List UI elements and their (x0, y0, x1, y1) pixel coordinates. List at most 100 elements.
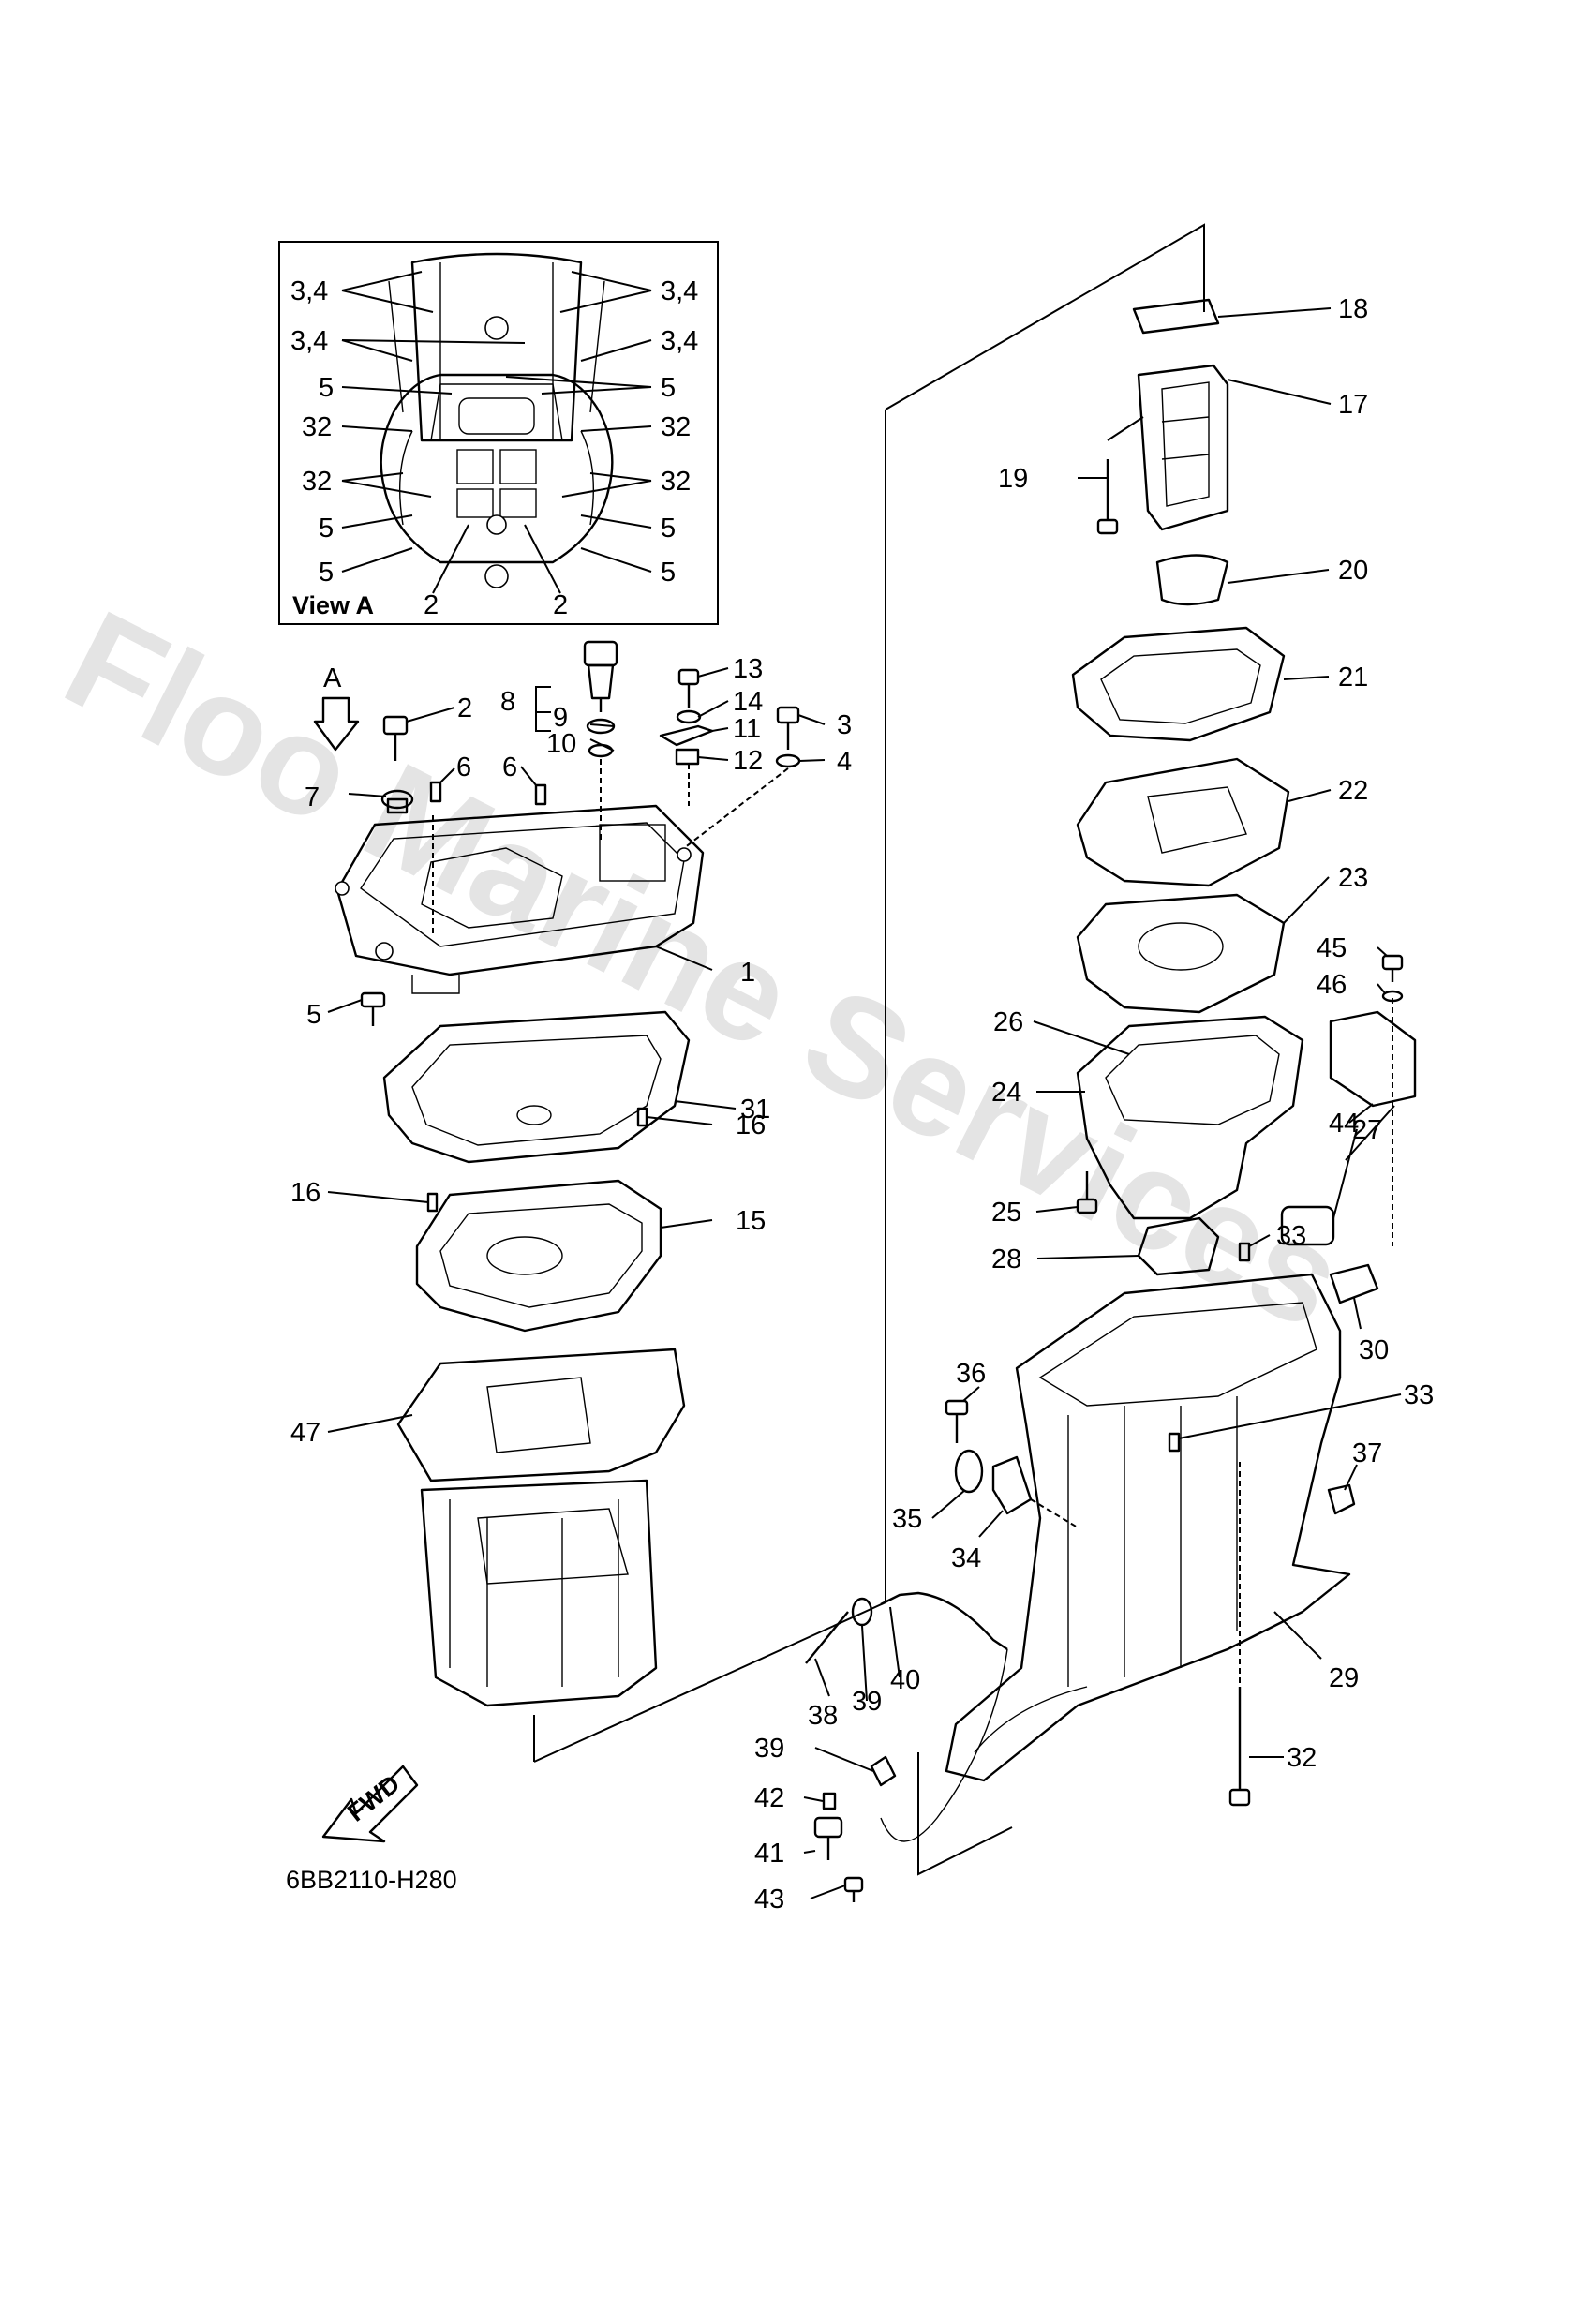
view-a-inset: 3,4 3,4 3,4 3,4 5 5 32 32 32 32 5 5 5 5 … (278, 241, 719, 625)
part-23-gasket (1076, 893, 1286, 1014)
part-41-fitting (813, 1816, 843, 1860)
part-18-gasket (1132, 298, 1220, 335)
part-27-damper (1280, 1205, 1335, 1246)
callout-39-lower: 39 (754, 1734, 784, 1764)
callout-40: 40 (890, 1665, 920, 1695)
callout-42: 42 (754, 1783, 784, 1813)
part-38-nipple (805, 1611, 849, 1664)
callout-16-right: 16 (736, 1110, 766, 1140)
part-30-grommet (1329, 1263, 1379, 1304)
callout-44: 44 (1329, 1109, 1359, 1139)
view-direction-arrow: A (313, 663, 360, 752)
callout-4: 4 (837, 747, 852, 777)
part-40-hose (880, 1591, 1008, 1650)
callout-33-upper: 33 (1276, 1221, 1306, 1251)
callout-34: 34 (951, 1543, 981, 1573)
callout-7: 7 (305, 782, 320, 812)
part-42-pin (822, 1792, 837, 1810)
part-2-bolt (382, 715, 409, 761)
part-43-screw (843, 1876, 864, 1902)
part-45-bolt (1381, 954, 1404, 982)
view-a-label-3-4-left: 3,4 (290, 326, 328, 356)
part-11-bracket (659, 724, 714, 747)
view-a-label-5-right-bottom: 5 (661, 558, 676, 588)
callout-28: 28 (991, 1244, 1021, 1274)
callout-14: 14 (733, 687, 763, 717)
view-a-label-32-left: 32 (302, 467, 332, 497)
callout-21: 21 (1338, 663, 1368, 693)
part-33-dowel-upper (1238, 1242, 1251, 1262)
part-37-cap (1327, 1483, 1356, 1515)
callout-26: 26 (993, 1007, 1023, 1037)
part-44-cover (1329, 1010, 1417, 1108)
callout-43: 43 (754, 1885, 784, 1914)
view-a-label-32-left-top: 32 (302, 412, 332, 442)
callout-18: 18 (1338, 294, 1368, 324)
part-15-plate (415, 1179, 662, 1333)
view-a-label-32-right-top: 32 (661, 412, 691, 442)
callout-22: 22 (1338, 776, 1368, 806)
part-3-bolt (776, 706, 800, 750)
view-a-label-32-right: 32 (661, 467, 691, 497)
callout-10: 10 (546, 729, 576, 759)
callout-numbers: 1 2 3 4 5 6 6 7 8 9 10 11 12 13 14 15 16… (290, 294, 1434, 1914)
leader-lines-left (327, 667, 826, 1433)
part-13-bolt (677, 668, 700, 708)
callout-47: 47 (290, 1418, 320, 1448)
callout-15: 15 (736, 1206, 766, 1236)
callout-23: 23 (1338, 863, 1368, 893)
callout-45: 45 (1317, 933, 1347, 963)
part-14-washer (676, 709, 702, 724)
callout-29: 29 (1329, 1663, 1359, 1693)
callout-46: 46 (1317, 970, 1347, 1000)
view-a-label-5-left-bottom: 5 (319, 558, 334, 588)
part-10-o-ring (588, 743, 614, 758)
part-36-bolt (945, 1399, 969, 1443)
view-a-title: View A (292, 591, 374, 619)
callout-35: 35 (892, 1504, 922, 1534)
view-a-label-5-right-top: 5 (661, 373, 676, 403)
part-16-dowel-left (426, 1192, 439, 1213)
callout-8: 8 (500, 687, 515, 717)
callout-31: 31 (740, 1095, 770, 1125)
callout-37: 37 (1352, 1438, 1382, 1468)
part-20-seal (1155, 554, 1229, 606)
diagram-code: 6BB2110-H280 (286, 1866, 457, 1894)
callout-12: 12 (733, 746, 763, 776)
part-34-fitting (991, 1455, 1033, 1515)
view-a-frame (278, 241, 719, 625)
view-a-label-2-right: 2 (553, 590, 568, 620)
view-a-label-3-4-right-top: 3,4 (661, 276, 698, 306)
view-a-label-3-4-left-top: 3,4 (290, 276, 328, 306)
callout-1: 1 (740, 958, 755, 988)
part-6-dowel-left (429, 781, 442, 803)
part-29-upper-casing (945, 1273, 1351, 1782)
view-a-label-5-left-top: 5 (319, 373, 334, 403)
part-39-clamp-lower (870, 1755, 897, 1787)
part-31-gasket (382, 1010, 691, 1164)
part-24-exhaust-manifold (1076, 1015, 1304, 1220)
callout-3: 3 (837, 710, 852, 740)
part-7-plug (380, 789, 414, 814)
callout-11: 11 (733, 714, 761, 744)
part-25-bolt (1076, 1171, 1098, 1214)
view-a-label-3-4-right: 3,4 (661, 326, 698, 356)
part-39-clamp-upper (851, 1597, 873, 1627)
part-47-gasket (396, 1348, 686, 1482)
part-4-washer (775, 753, 801, 768)
callout-38: 38 (808, 1701, 838, 1731)
leader-lines-right (803, 307, 1402, 1899)
callout-30: 30 (1359, 1335, 1389, 1365)
part-17-exhaust-guide (1137, 364, 1229, 531)
lower-casing-outline (420, 1479, 658, 1707)
callout-25: 25 (991, 1198, 1021, 1228)
callout-16-left: 16 (290, 1178, 320, 1208)
hose-routing-line (880, 1648, 1008, 1842)
part-1-upper-casing (335, 804, 705, 994)
callout-6-right: 6 (502, 752, 517, 782)
arrow-label: A (323, 663, 342, 693)
part-22-plate (1076, 757, 1290, 887)
part-6-dowel-right (534, 783, 547, 806)
